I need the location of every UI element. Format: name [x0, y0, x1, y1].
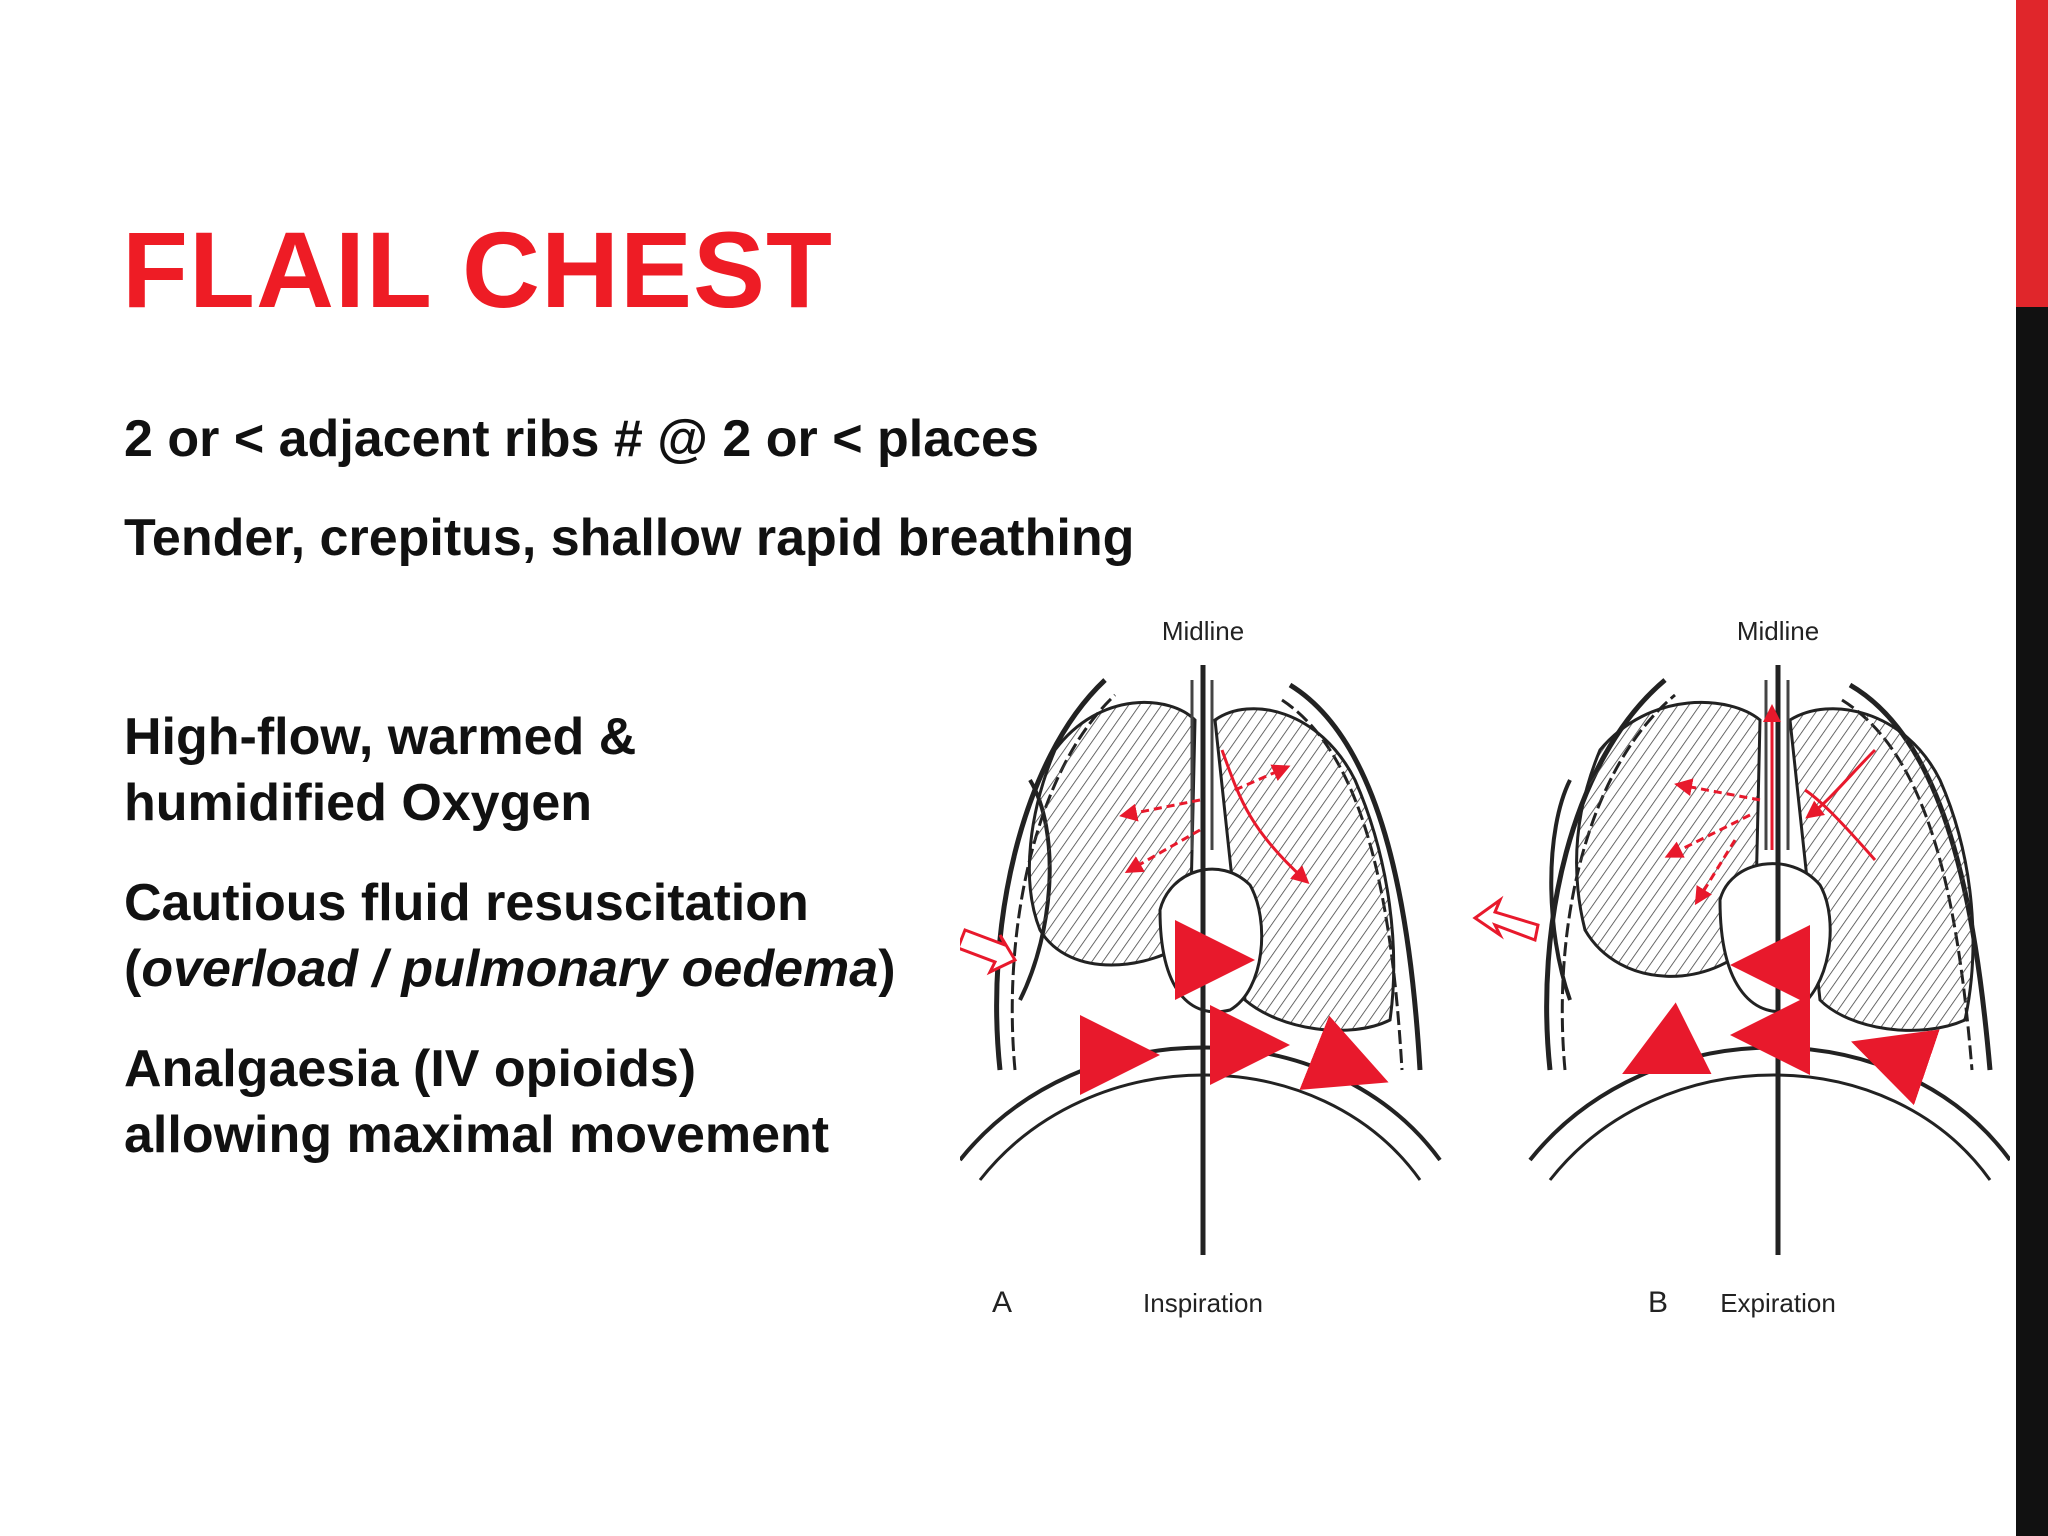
caption-inspiration: Inspiration — [1143, 1288, 1263, 1318]
paren-close: ) — [878, 940, 896, 998]
left-lung-a — [1027, 700, 1197, 967]
accent-bar-red — [2016, 0, 2048, 307]
bullet-analgesia-line2: allowing maximal movement — [124, 1106, 830, 1164]
bullet-oxygen-line2: humidified Oxygen — [124, 774, 593, 832]
bullet-fluid-line2: (overload / pulmonary oedema) — [124, 936, 896, 1002]
panel-letter-b: B — [1648, 1286, 1668, 1319]
shift-arrow-b4 — [1851, 1029, 1940, 1106]
paradox-arrow-out — [1472, 895, 1540, 943]
left-lung-b — [1575, 700, 1762, 978]
bullet-analgesia: Analgaesia (IV opioids) allowing maximal… — [124, 1036, 829, 1168]
diaphragm-a — [960, 1045, 1442, 1162]
shift-arrow-a4 — [1299, 1015, 1389, 1090]
heart-b — [1718, 862, 1832, 1014]
midline-label-b: Midline — [1737, 616, 1819, 646]
bullet-signs: Tender, crepitus, shallow rapid breathin… — [124, 509, 1135, 567]
bullet-fluid: Cautious fluid resuscitation (overload /… — [124, 870, 896, 1002]
midline-label-a: Midline — [1162, 616, 1244, 646]
trachea-a — [1190, 680, 1214, 850]
chest-wall-right-a — [1288, 682, 1423, 1071]
accent-bar-black — [2016, 307, 2048, 1536]
flail-segment-b — [1549, 779, 1572, 1001]
paren-open: ( — [124, 940, 142, 998]
chest-wall-left-a — [994, 678, 1107, 1071]
panel-b-expiration: Midline B Expiration — [1472, 616, 2010, 1319]
bullet-fluid-italic: overload / pulmonary oedema — [141, 940, 879, 998]
bullet-analgesia-line1: Analgaesia (IV opioids) — [124, 1040, 697, 1098]
paradox-arrow-in — [960, 928, 1018, 976]
flail-chest-figure: Midline A Inspiration — [960, 600, 2010, 1340]
slide-title: FLAIL CHEST — [122, 209, 833, 330]
bullet-fluid-line1: Cautious fluid resuscitation — [124, 874, 809, 932]
diaphragm-b — [1528, 1045, 2010, 1162]
panel-letter-a: A — [992, 1286, 1012, 1319]
shift-arrow-b3 — [1622, 1002, 1712, 1074]
bullet-oxygen: High-flow, warmed & humidified Oxygen — [124, 704, 636, 836]
caption-expiration: Expiration — [1720, 1288, 1836, 1318]
bullet-rib-fracture: 2 or < adjacent ribs # @ 2 or < places — [124, 410, 1039, 468]
chest-wall-left-b — [1544, 678, 1667, 1071]
heart-a — [1158, 867, 1264, 1014]
bullet-oxygen-line1: High-flow, warmed & — [124, 708, 637, 766]
panel-a-inspiration: Midline A Inspiration — [960, 616, 1442, 1319]
